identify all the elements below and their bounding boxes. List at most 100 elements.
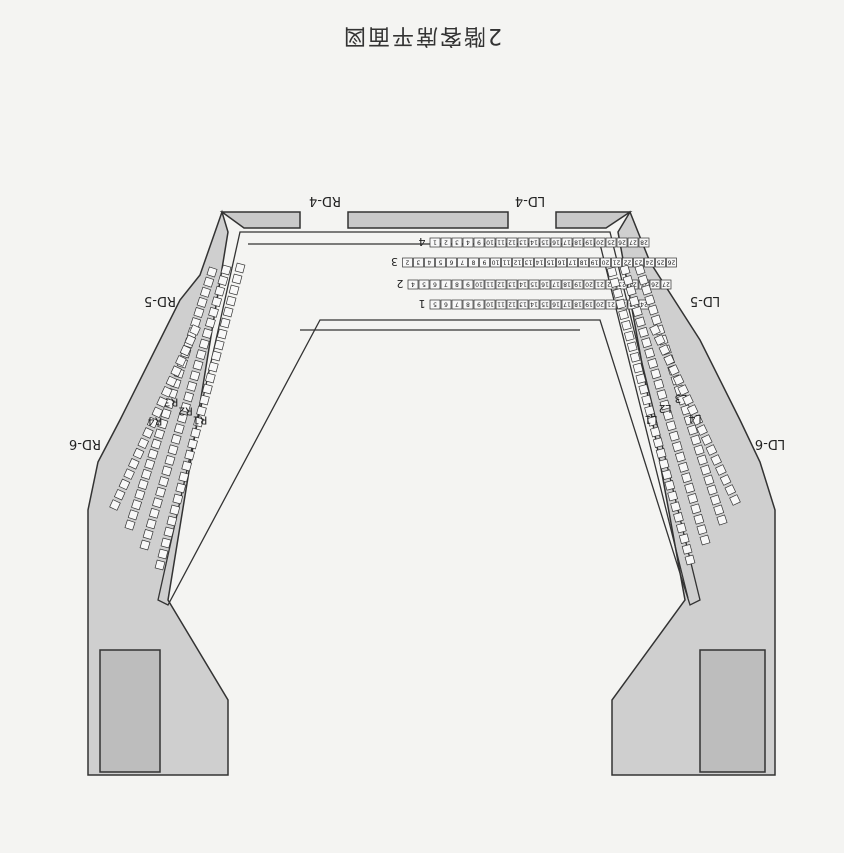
seat[interactable]: 6 [440,299,452,310]
seat[interactable]: 20 [583,279,595,290]
seat[interactable]: 26 [616,237,628,248]
seat[interactable]: 18 [572,299,584,310]
seat[interactable]: 4 [407,279,419,290]
side-seat[interactable] [700,464,712,476]
side-seat[interactable] [222,306,234,318]
side-seat[interactable] [655,447,667,459]
side-seat[interactable] [612,287,624,299]
side-seat[interactable] [686,424,698,436]
side-seat[interactable] [641,394,653,406]
side-seat[interactable] [216,328,228,340]
seat[interactable]: 16 [556,257,567,268]
side-seat[interactable] [142,427,154,439]
side-seat[interactable] [118,478,131,491]
side-seat[interactable] [713,504,725,516]
side-seat[interactable] [157,418,169,430]
seat[interactable]: 19 [572,279,584,290]
seat[interactable]: 13 [517,299,529,310]
side-seat[interactable] [672,374,685,386]
side-seat[interactable] [113,488,126,501]
seat[interactable]: 4 [462,237,474,248]
seat[interactable]: 8 [462,299,474,310]
side-seat[interactable] [211,296,223,308]
side-seat[interactable] [148,507,160,519]
side-seat[interactable] [208,361,219,373]
side-seat[interactable] [622,274,634,286]
side-seat[interactable] [681,543,693,555]
side-seat[interactable] [219,317,231,329]
side-seat[interactable] [656,389,668,401]
side-seat[interactable] [696,454,708,466]
side-seat[interactable] [675,522,687,534]
seat[interactable]: 8 [468,257,479,268]
side-seat[interactable] [151,406,164,419]
side-seat[interactable] [203,276,215,288]
side-seat[interactable] [670,501,681,513]
side-seat[interactable] [668,430,680,442]
seat[interactable]: 12 [512,257,523,268]
side-seat[interactable] [189,324,201,336]
seat[interactable]: 16 [550,237,562,248]
seat[interactable]: 21 [594,279,606,290]
side-seat[interactable] [638,383,650,395]
seat[interactable]: 14 [528,237,540,248]
seat[interactable]: 15 [539,299,551,310]
seat[interactable]: 16 [550,299,562,310]
seat[interactable]: 25 [655,257,666,268]
side-seat[interactable] [169,504,181,516]
side-seat[interactable] [184,334,197,347]
seat[interactable]: 10 [473,279,485,290]
side-seat[interactable] [160,408,172,420]
side-seat[interactable] [709,494,721,506]
side-seat[interactable] [214,285,226,297]
seat[interactable]: 3 [451,237,463,248]
side-seat[interactable] [205,372,216,384]
seat[interactable]: 9 [462,279,474,290]
side-seat[interactable] [165,375,178,388]
seat[interactable]: 14 [528,299,540,310]
side-seat[interactable] [628,295,640,307]
side-seat[interactable] [606,266,618,278]
side-seat[interactable] [193,416,204,428]
seat[interactable]: 14 [534,257,545,268]
side-seat[interactable] [677,384,690,396]
seat[interactable]: 18 [561,279,573,290]
side-seat[interactable] [649,426,661,438]
side-seat[interactable] [193,307,205,318]
seat[interactable]: 15 [539,237,551,248]
side-seat[interactable] [184,449,195,461]
side-seat[interactable] [693,513,705,525]
seat[interactable]: 7 [457,257,468,268]
side-seat[interactable] [208,306,219,318]
side-seat[interactable] [668,364,680,376]
seat[interactable]: 21 [605,299,617,310]
side-seat[interactable] [217,275,229,286]
seat[interactable]: 9 [479,257,490,268]
side-seat[interactable] [189,370,201,382]
side-seat[interactable] [693,444,705,456]
side-seat[interactable] [678,533,690,545]
seat[interactable]: 2 [440,237,452,248]
side-seat[interactable] [206,266,218,278]
seat[interactable]: 25 [605,237,617,248]
side-seat[interactable] [225,295,237,307]
side-seat[interactable] [696,424,708,436]
side-seat[interactable] [729,494,741,506]
side-seat[interactable] [703,474,715,486]
side-seat[interactable] [170,433,182,445]
side-seat[interactable] [220,264,232,276]
side-seat[interactable] [653,378,665,390]
side-seat[interactable] [632,362,644,374]
seat[interactable]: 8 [451,279,463,290]
side-seat[interactable] [658,458,670,470]
side-seat[interactable] [183,391,195,403]
side-seat[interactable] [155,486,166,498]
side-seat[interactable] [667,490,679,502]
seat[interactable]: 20 [594,237,606,248]
side-seat[interactable] [134,489,146,501]
side-seat[interactable] [139,539,151,551]
side-seat[interactable] [186,380,198,392]
seat[interactable]: 18 [578,257,589,268]
seat[interactable]: 9 [473,237,485,248]
seat[interactable]: 28 [638,237,650,248]
